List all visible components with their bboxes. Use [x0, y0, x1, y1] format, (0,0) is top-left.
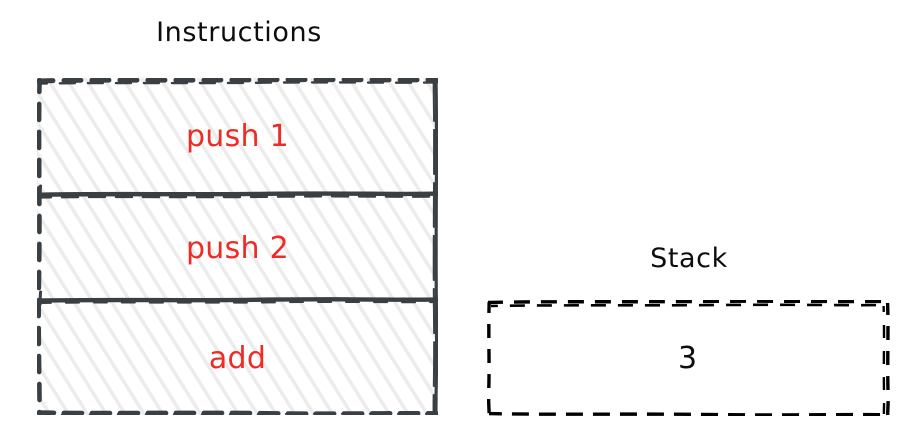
- instruction-row[interactable]: add: [37, 301, 438, 415]
- instruction-row[interactable]: push 1: [37, 78, 438, 195]
- stack-cell[interactable]: 3: [487, 300, 890, 416]
- instruction-label: push 1: [185, 119, 290, 154]
- instructions-title: Instructions: [156, 17, 322, 48]
- instruction-row[interactable]: push 2: [37, 195, 438, 301]
- stack-panel: 3: [487, 300, 890, 416]
- instruction-label: add: [208, 340, 267, 376]
- instruction-label: push 2: [185, 230, 290, 266]
- stack-title: Stack: [650, 243, 728, 274]
- instructions-hatch-fill: [37, 78, 438, 415]
- instructions-panel: push 1 push 2 add: [37, 78, 438, 415]
- stack-cell-value: 3: [677, 340, 698, 376]
